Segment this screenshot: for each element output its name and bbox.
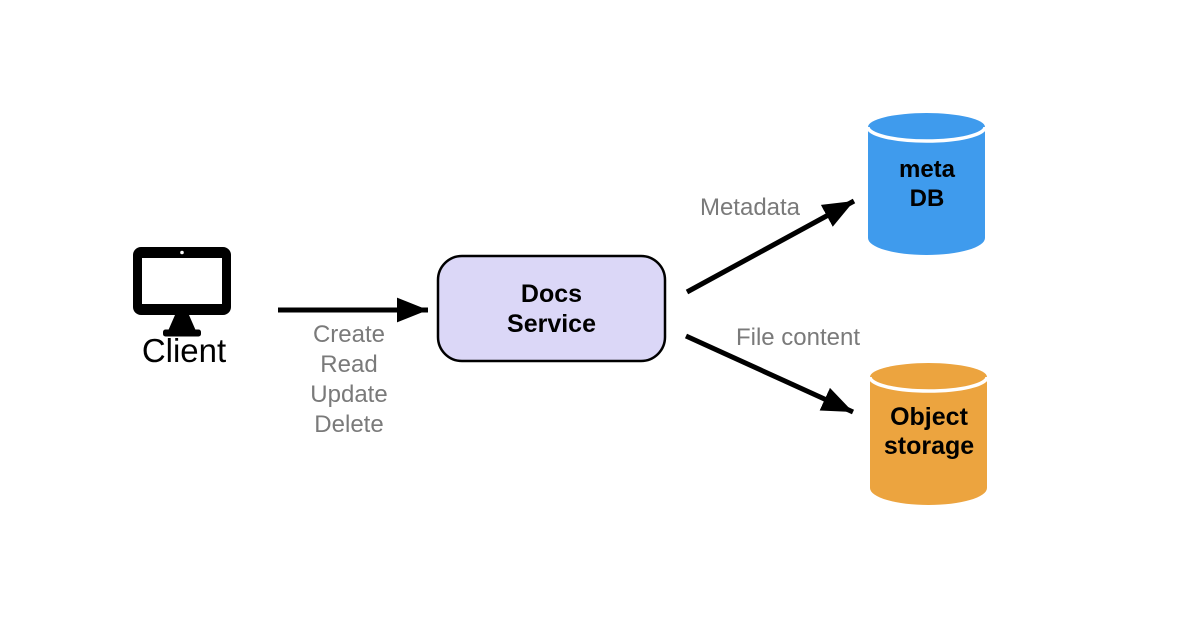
object-storage-label: Object storage bbox=[884, 403, 974, 461]
client-label: Client bbox=[141, 332, 227, 369]
meta-db-cylinder-body bbox=[868, 127, 985, 255]
object-storage-label-line2: storage bbox=[883, 432, 975, 460]
monitor-stand bbox=[168, 315, 196, 331]
docs-service-label-line2: Service bbox=[507, 309, 596, 338]
docs-service-label-line1: Docs bbox=[520, 279, 583, 308]
meta-db-label: meta DB bbox=[899, 155, 955, 213]
crud-update-label: Update bbox=[310, 381, 388, 408]
object-storage-cylinder-lid bbox=[870, 363, 987, 391]
meta-db-label-line1: meta bbox=[898, 156, 956, 183]
crud-operations-label: Create Read Update Delete bbox=[310, 320, 387, 440]
crud-read-label: Read bbox=[320, 351, 378, 378]
meta-db-cylinder-lid bbox=[868, 113, 985, 141]
metadata-edge-label: Metadata bbox=[699, 194, 801, 221]
meta-db-cylinder-lid-line bbox=[866, 126, 987, 143]
crud-delete-label: Delete bbox=[314, 411, 384, 438]
meta-db-cylinder-icon bbox=[866, 113, 987, 255]
object-storage-cylinder-body bbox=[870, 377, 987, 505]
meta-db-label-line2: DB bbox=[909, 185, 945, 212]
monitor-camera-dot bbox=[180, 250, 184, 255]
arrow-service-to-objectstorage bbox=[684, 333, 855, 415]
crud-create-label: Create bbox=[312, 321, 386, 348]
client-monitor-icon bbox=[133, 247, 231, 337]
object-storage-label-line1: Object bbox=[890, 403, 968, 431]
object-storage-cylinder-lid-line bbox=[868, 376, 989, 393]
object-storage-cylinder-icon bbox=[868, 363, 989, 505]
monitor-screen bbox=[142, 258, 222, 304]
monitor-base bbox=[163, 329, 201, 337]
arrow-service-to-metadb bbox=[685, 198, 856, 295]
docs-service-label: Docs Service bbox=[438, 256, 665, 361]
docs-service-box bbox=[436, 254, 667, 363]
file-content-edge-label: File content bbox=[735, 324, 861, 351]
